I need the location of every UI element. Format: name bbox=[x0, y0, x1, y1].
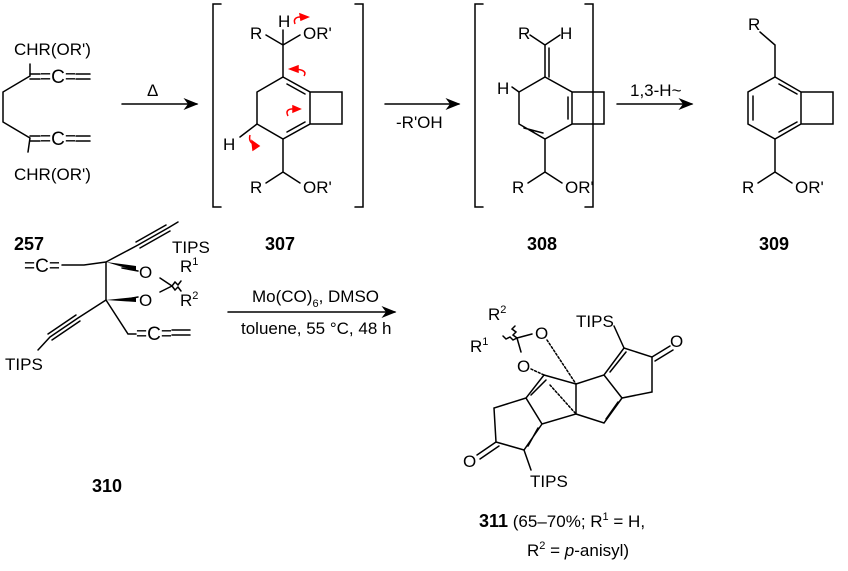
caption-r1: = H, bbox=[609, 512, 645, 531]
atom-or: OR' bbox=[303, 178, 332, 197]
superscript: 2 bbox=[500, 304, 506, 316]
atom-r: R bbox=[488, 305, 500, 324]
atom-r: R bbox=[742, 178, 754, 197]
tips-group: TIPS bbox=[172, 238, 210, 257]
arrow-elimination: -R'OH bbox=[384, 98, 461, 132]
wedge-bonds bbox=[106, 262, 136, 302]
reagent-mo: Mo(CO) bbox=[252, 287, 312, 306]
condition-elimination: -R'OH bbox=[396, 113, 443, 132]
chain-bonds bbox=[2, 63, 31, 153]
tips-group: TIPS bbox=[530, 472, 568, 491]
top-bonds bbox=[61, 221, 179, 266]
hashed-bonds bbox=[546, 339, 577, 415]
compound-308: R H H R OR' 308 bbox=[474, 3, 605, 254]
terminal-double-bonds bbox=[75, 73, 91, 142]
bottom-bonds bbox=[37, 299, 191, 351]
atom-r: R bbox=[518, 24, 530, 43]
atom-r: R bbox=[250, 178, 262, 197]
ring-bonds bbox=[518, 76, 605, 140]
compound-311: R2 R1 O O TIPS O O TIPS 311 (65–70%; R1 … bbox=[463, 304, 683, 560]
wavy-bonds bbox=[171, 280, 182, 292]
superscript: 2 bbox=[539, 540, 545, 552]
r1: R1 bbox=[470, 336, 488, 356]
caption-para: p bbox=[564, 541, 574, 560]
arrow-shift: 1,3-H~ bbox=[616, 81, 694, 110]
superscript: 2 bbox=[192, 290, 198, 302]
condition-shift: 1,3-H~ bbox=[630, 81, 682, 100]
atom-r: R bbox=[470, 337, 482, 356]
substituent-bonds bbox=[239, 29, 301, 184]
compound-label: 257 bbox=[14, 234, 44, 254]
atom-o: O bbox=[139, 291, 152, 310]
atom-h: H bbox=[223, 135, 235, 154]
condition-heat: Δ bbox=[147, 81, 158, 100]
subscript: 6 bbox=[312, 298, 318, 310]
arrow-pauson-khand: Mo(CO)6, DMSO toluene, 55 °C, 48 h bbox=[227, 287, 397, 338]
allene-left: =C= bbox=[24, 256, 60, 277]
atom-r: R bbox=[748, 15, 760, 34]
brackets bbox=[474, 3, 594, 208]
curly-arrows bbox=[248, 12, 311, 152]
atom-r: R bbox=[512, 178, 524, 197]
brackets bbox=[212, 3, 364, 208]
compound-309: R R OR' 309 bbox=[742, 15, 834, 254]
allene-bottom: =C= bbox=[40, 129, 76, 150]
substituent-bonds bbox=[511, 34, 563, 184]
caption-r: R bbox=[527, 541, 539, 560]
double-bonds bbox=[29, 73, 41, 142]
substituent-bottom: CHR(OR') bbox=[14, 165, 91, 184]
tips-group: TIPS bbox=[576, 312, 614, 331]
substituent-bonds bbox=[476, 325, 674, 471]
caption-line-2: R2 = p-anisyl) bbox=[527, 540, 629, 560]
atom-or: OR' bbox=[303, 24, 332, 43]
substituent-bonds bbox=[757, 31, 793, 184]
tips-group: TIPS bbox=[5, 355, 43, 374]
substituent-top: CHR(OR') bbox=[14, 40, 91, 59]
allene-top: =C= bbox=[40, 67, 76, 88]
atom-o: O bbox=[670, 332, 683, 351]
atom-o: O bbox=[535, 324, 548, 343]
atom-o: O bbox=[517, 357, 530, 376]
caption-eq: = bbox=[545, 541, 564, 560]
superscript: 1 bbox=[482, 336, 488, 348]
compound-label: 311 bbox=[479, 511, 508, 531]
allene-bottom: =C= bbox=[136, 324, 172, 345]
caption-line-1: 311 (65–70%; R1 = H, bbox=[479, 511, 645, 531]
atom-r: R bbox=[180, 291, 192, 310]
compound-label: 310 bbox=[92, 476, 122, 496]
atom-h: H bbox=[497, 79, 509, 98]
compound-label: 308 bbox=[527, 234, 557, 254]
compound-label: 307 bbox=[265, 234, 295, 254]
atom-r: R bbox=[250, 24, 262, 43]
atom-or: OR' bbox=[565, 178, 594, 197]
caption-anisyl: -anisyl) bbox=[574, 541, 629, 560]
superscript: 1 bbox=[603, 511, 609, 523]
compound-307: H R OR' H R OR' 307 bbox=[212, 3, 364, 254]
atom-o: O bbox=[463, 452, 476, 471]
atom-or: OR' bbox=[795, 178, 824, 197]
r1: R1 bbox=[180, 256, 198, 276]
atom-h: H bbox=[560, 24, 572, 43]
atom-o: O bbox=[139, 263, 152, 282]
compound-310: =C= TIPS O O R1 R2 =C= TIPS 310 bbox=[5, 221, 210, 496]
r2: R2 bbox=[180, 290, 198, 310]
arrow-heat: Δ bbox=[121, 81, 199, 110]
reagents: Mo(CO)6, DMSO bbox=[252, 287, 379, 310]
r2: R2 bbox=[488, 304, 506, 324]
reagent-dmso: , DMSO bbox=[319, 287, 379, 306]
compound-257: CHR(OR') =C= =C= CHR(OR') 257 bbox=[2, 40, 91, 254]
caption-yield: (65–70%; R bbox=[508, 512, 603, 531]
atom-h: H bbox=[278, 12, 290, 31]
atom-r: R bbox=[180, 257, 192, 276]
superscript: 1 bbox=[192, 256, 198, 268]
conditions: toluene, 55 °C, 48 h bbox=[241, 319, 391, 338]
hashed-bond-o bbox=[530, 368, 545, 376]
ring-bonds bbox=[747, 76, 834, 140]
compound-label: 309 bbox=[759, 234, 789, 254]
wavy-bonds bbox=[502, 325, 518, 341]
